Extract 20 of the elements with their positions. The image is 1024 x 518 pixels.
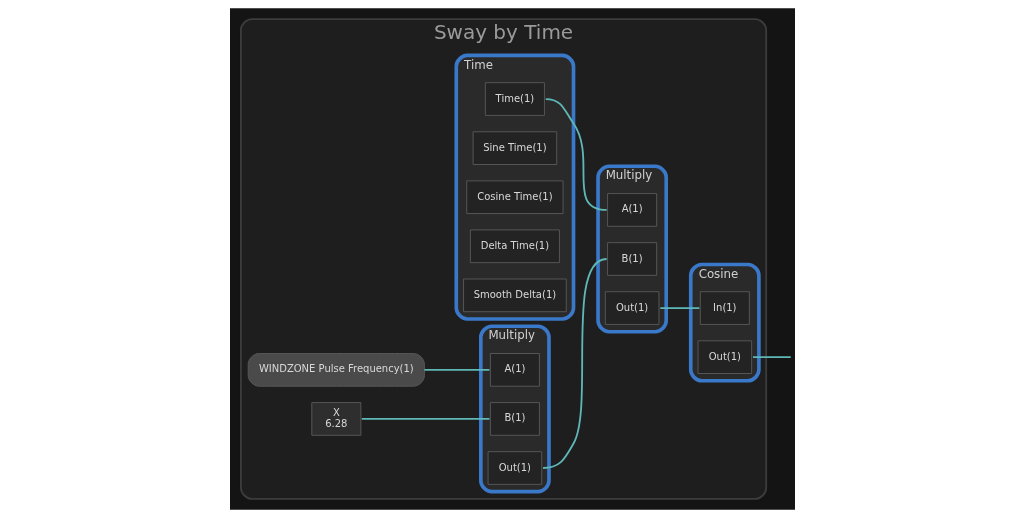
connector <box>541 258 608 469</box>
connector <box>423 368 490 371</box>
node-box: Out(1) <box>487 451 542 485</box>
node-box: Time(1) <box>484 82 545 116</box>
node-box: Out(1) <box>604 291 659 325</box>
node-box: B(1) <box>489 402 540 436</box>
node-box: A(1) <box>606 193 657 227</box>
node-box: In(1) <box>699 291 750 325</box>
connector <box>658 307 700 309</box>
node-box: X 6.28 <box>310 402 361 436</box>
node-box: Sine Time(1) <box>472 131 557 165</box>
node-box: Out(1) <box>697 340 752 374</box>
connector <box>360 418 490 420</box>
node-box: Delta Time(1) <box>469 229 560 264</box>
connector <box>751 356 792 359</box>
node-box: Cosine Time(1) <box>465 180 563 214</box>
node-box: Smooth Delta(1) <box>462 278 567 313</box>
node-box: A(1) <box>489 353 540 387</box>
node-box: WINDZONE Pulse Frequency(1) <box>247 353 425 387</box>
node-box: B(1) <box>606 242 657 276</box>
